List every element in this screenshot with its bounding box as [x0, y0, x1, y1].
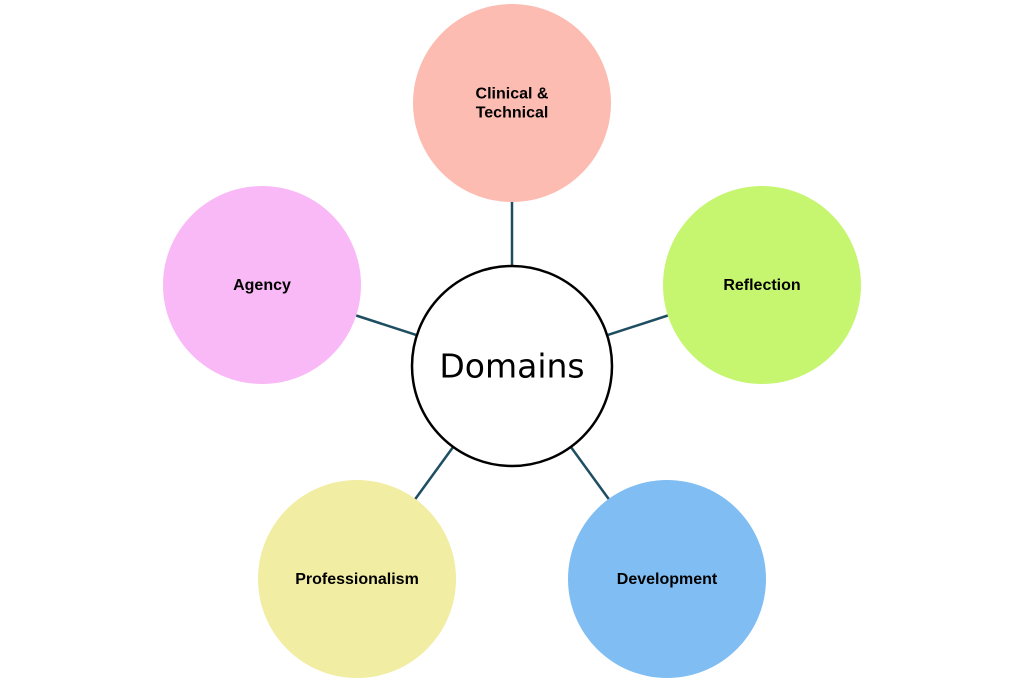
- node-label-line: Technical: [476, 105, 549, 122]
- node-professionalism: Professionalism: [258, 480, 456, 678]
- node-circle-reflection: [663, 186, 861, 384]
- node-label-reflection: Reflection: [723, 277, 800, 294]
- node-agency: Agency: [163, 186, 361, 384]
- node-label-agency: Agency: [233, 277, 291, 294]
- center-node: Domains: [410, 264, 614, 468]
- node-label-line: Development: [617, 571, 718, 588]
- node-clinical-technical: Clinical & Technical: [413, 4, 611, 202]
- center-label: Domains: [439, 347, 584, 386]
- connector-agency: [355, 314, 418, 337]
- node-reflection: Reflection: [663, 186, 861, 384]
- connectors: [355, 202, 669, 500]
- connector-professionalism: [414, 446, 455, 500]
- node-label-line: Reflection: [723, 277, 800, 294]
- nodes: Clinical & TechnicalReflectionDevelopment…: [163, 4, 861, 678]
- node-development: Development: [568, 480, 766, 678]
- node-circle-development: [568, 480, 766, 678]
- connector-reflection: [606, 314, 669, 337]
- node-label-professionalism: Professionalism: [295, 571, 419, 588]
- node-label-line: Agency: [233, 277, 291, 294]
- node-label-line: Professionalism: [295, 571, 419, 588]
- node-circle-professionalism: [258, 480, 456, 678]
- connector-development: [569, 446, 610, 500]
- node-label-development: Development: [617, 571, 718, 588]
- node-circle-agency: [163, 186, 361, 384]
- node-label-line: Clinical &: [476, 86, 549, 103]
- center-circle: [410, 264, 614, 468]
- node-circle-clinical-technical: [413, 4, 611, 202]
- node-label-clinical-technical: Clinical & Technical: [476, 86, 549, 122]
